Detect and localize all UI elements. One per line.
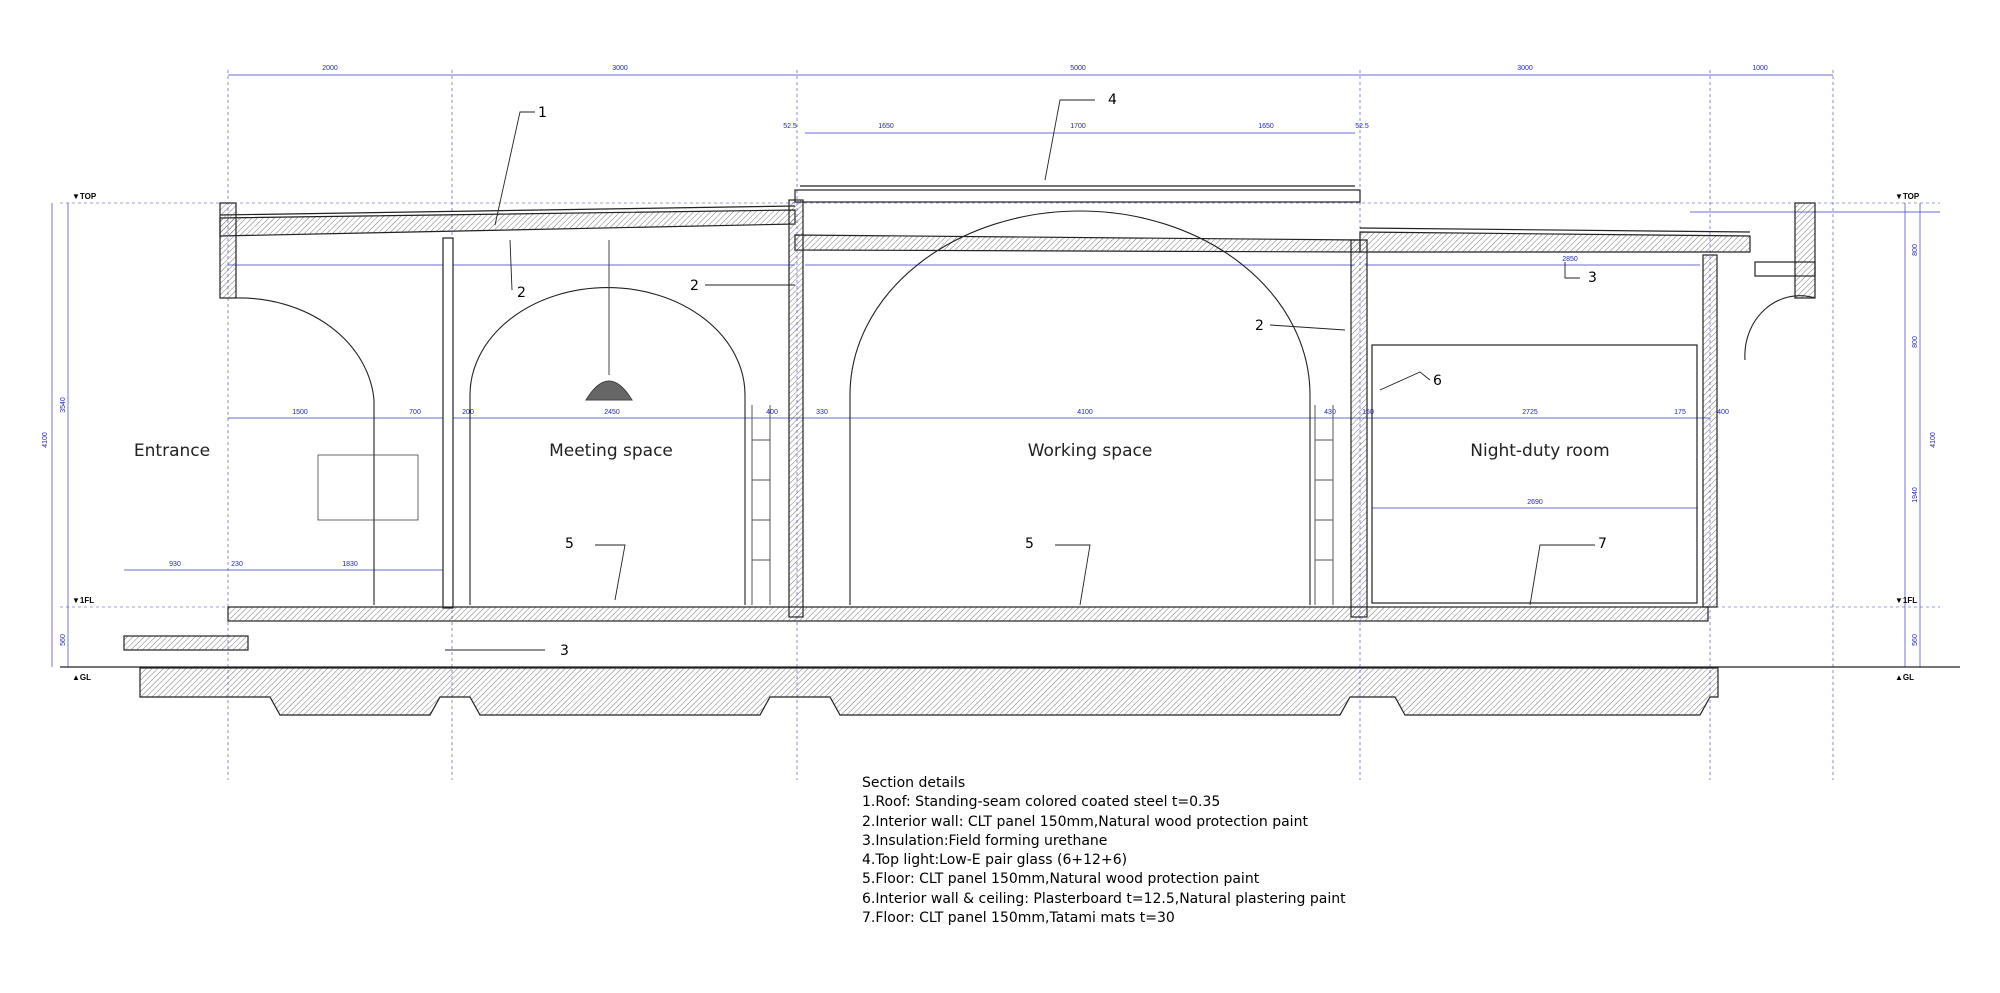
- top-dim-1: 2000: [322, 65, 338, 72]
- section-details-title: Section details: [862, 775, 966, 791]
- right-dim-4: 1940: [1912, 487, 1919, 503]
- span-dim-3: 200: [462, 409, 474, 416]
- span-dim-7: 4100: [1077, 409, 1093, 416]
- span-dim-4: 2450: [604, 409, 620, 416]
- span-dimensions: 1500 700 200 2450 400 330 4100 430 150 2…: [292, 409, 1729, 416]
- callout-7: 7: [1598, 536, 1607, 552]
- top-dim-5: 1000: [1752, 65, 1768, 72]
- left-dim-1: 4100: [42, 432, 49, 448]
- left-dim-3: 560: [60, 634, 67, 646]
- roof: [219, 185, 1816, 299]
- entrance-step: [123, 454, 419, 651]
- section-item: 3.Insulation:Field forming urethane: [862, 832, 1108, 849]
- callout-3a: 3: [1588, 270, 1597, 286]
- top-dim-2: 3000: [612, 65, 628, 72]
- vertical-dimension-lines: [51, 203, 1921, 667]
- pendant-lamp: [585, 240, 633, 401]
- top-dim-4: 3000: [1517, 65, 1533, 72]
- room-working: Working space: [1028, 441, 1153, 461]
- toplight-dim-2: 1650: [878, 123, 894, 130]
- section-item: 6.Interior wall & ceiling: Plasterboard …: [862, 890, 1346, 907]
- callout-4: 4: [1108, 92, 1117, 108]
- toplight-dimensions: 52.5 1650 1700 1650 52.5: [783, 123, 1369, 130]
- callout-3b: 3: [560, 643, 569, 659]
- right-dim-3: 800: [1912, 336, 1919, 348]
- section-item: 7.Floor: CLT panel 150mm,Tatami mats t=3…: [862, 910, 1175, 927]
- night-duty-room-box: [1371, 344, 1698, 604]
- span-dim-1: 1500: [292, 409, 308, 416]
- callout-2c: 2: [1255, 318, 1264, 334]
- span-dim-9: 150: [1362, 409, 1374, 416]
- room-meeting: Meeting space: [549, 441, 673, 461]
- toplight-dim-1: 52.5: [783, 123, 797, 130]
- span-dim-11: 175: [1674, 409, 1686, 416]
- level-gl-left: ▲GL: [72, 673, 91, 682]
- room-night-duty: Night-duty room: [1470, 441, 1609, 461]
- section-item: 5.Floor: CLT panel 150mm,Natural wood pr…: [862, 871, 1260, 888]
- foundation: [139, 667, 1719, 716]
- section-item: 1.Roof: Standing-seam colored coated ste…: [862, 794, 1221, 811]
- callout-6: 6: [1433, 373, 1442, 389]
- callout-2a: 2: [517, 285, 526, 301]
- top-dimension-line: [124, 74, 1940, 571]
- lower-dim-5: 2690: [1527, 499, 1543, 506]
- left-dim-2: 3540: [60, 397, 67, 413]
- callouts: 1 2 2 2 3 3 4 5 5 6 7: [517, 92, 1607, 659]
- span-dim-8: 430: [1324, 409, 1336, 416]
- left-dimensions: 4100 3540 560: [42, 397, 67, 646]
- right-dim-1: 4100: [1930, 432, 1937, 448]
- callout-1: 1: [538, 105, 547, 121]
- span-dim-6: 330: [816, 409, 828, 416]
- section-item: 2.Interior wall: CLT panel 150mm,Natural…: [862, 813, 1308, 830]
- level-fl-left: ▼1FL: [72, 596, 94, 605]
- walls: [442, 199, 1718, 618]
- toplight-dim-4: 1650: [1258, 123, 1274, 130]
- level-gl-right: ▲GL: [1895, 673, 1914, 682]
- toplight-dim-3: 1700: [1070, 123, 1086, 130]
- level-markers: ▼TOP ▼1FL ▲GL ▼TOP ▼1FL ▲GL: [72, 192, 1920, 682]
- callout-leaders: [445, 99, 1595, 651]
- span-dim-5: 400: [766, 409, 778, 416]
- callout-5b: 5: [1025, 536, 1034, 552]
- right-dim-5: 560: [1912, 634, 1919, 646]
- span-dim-10: 2725: [1522, 409, 1538, 416]
- right-dimensions: 4100 800 800 1940 560: [1912, 244, 1937, 646]
- lower-dim-3: 1830: [342, 561, 358, 568]
- callout-2b: 2: [690, 278, 699, 294]
- level-top-left: ▼TOP: [72, 192, 97, 201]
- span-dim-2: 700: [409, 409, 421, 416]
- span-dim-12: 400: [1717, 409, 1729, 416]
- toplight-dim-5: 52.5: [1355, 123, 1369, 130]
- lower-dimensions: 930 230 1830 2850 2690: [169, 256, 1578, 568]
- level-top-right: ▼TOP: [1895, 192, 1920, 201]
- level-fl-right: ▼1FL: [1895, 596, 1917, 605]
- arches: [235, 210, 1816, 605]
- lower-dim-4: 2850: [1562, 256, 1578, 263]
- section-item: 4.Top light:Low-E pair glass (6+12+6): [862, 852, 1128, 869]
- room-entrance: Entrance: [134, 441, 210, 461]
- top-dim-3: 5000: [1070, 65, 1086, 72]
- floor-slab: [227, 606, 1709, 622]
- room-labels: Entrance Meeting space Working space Nig…: [134, 441, 1610, 461]
- callout-5a: 5: [565, 536, 574, 552]
- lower-dim-2: 230: [231, 561, 243, 568]
- section-details: Section details 1.Roof: Standing-seam co…: [862, 774, 1562, 928]
- ladders: [751, 405, 1334, 605]
- top-dimensions: 2000 3000 5000 3000 1000: [322, 65, 1768, 72]
- right-dim-2: 800: [1912, 244, 1919, 256]
- lower-dim-1: 930: [169, 561, 181, 568]
